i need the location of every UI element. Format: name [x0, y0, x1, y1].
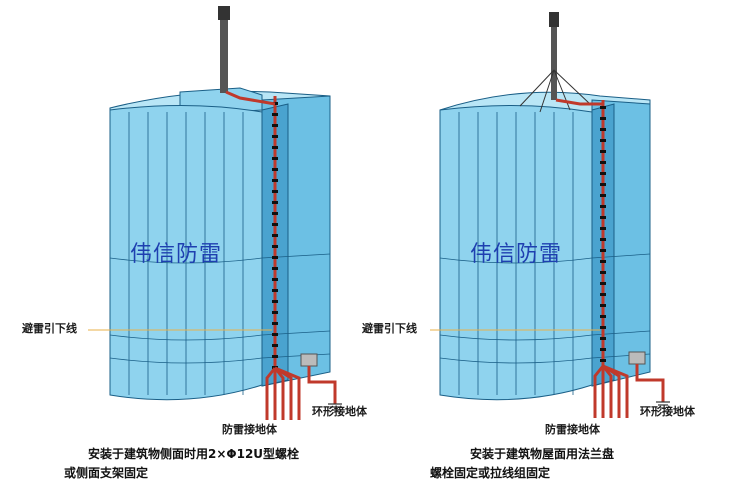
conductor-clamp	[272, 355, 278, 358]
conductor-clamp	[272, 322, 278, 325]
conductor-clamp	[272, 267, 278, 270]
right-guy-wires	[519, 69, 591, 113]
left-earth-body-label: 防雷接地体	[222, 423, 277, 436]
conductor-clamp	[272, 190, 278, 193]
conductor-clamp	[600, 271, 606, 274]
conductor-clamp	[600, 183, 606, 186]
right-earth-body-label: 防雷接地体	[545, 423, 600, 436]
left-ring-earth-label: 环形接地体	[312, 405, 367, 418]
right-down-conductor	[555, 98, 670, 418]
test-box	[628, 351, 646, 365]
left-downconductor-label: 避雷引下线	[22, 322, 77, 335]
conductor-clamp	[600, 249, 606, 252]
right-downconductor-label: 避雷引下线	[362, 322, 417, 335]
conductor-clamp	[600, 282, 606, 285]
conductor-clamp	[272, 179, 278, 182]
conductor-clamp	[600, 194, 606, 197]
conductor-clamp	[600, 238, 606, 241]
conductor-clamp	[272, 113, 278, 116]
test-box	[300, 353, 318, 367]
conductor-clamp	[272, 278, 278, 281]
earth-rod	[593, 365, 605, 418]
ring-earth-wire	[635, 364, 665, 402]
right-caption-line2: 螺栓固定或拉线组固定	[430, 466, 551, 480]
left-down-conductor	[225, 90, 342, 420]
ring-earth-wire	[307, 366, 337, 404]
facade-band-line	[439, 357, 593, 364]
left-mast	[220, 18, 228, 93]
right-watermark: 伟信防雷	[470, 242, 563, 267]
conductor-clamp	[600, 139, 606, 142]
conductor-clamp	[272, 300, 278, 303]
conductor-clamp	[272, 135, 278, 138]
conductor-clamp	[600, 337, 606, 340]
facade-band-line	[109, 357, 263, 364]
left-watermark: 伟信防雷	[130, 242, 223, 267]
conductor-clamp	[600, 326, 606, 329]
conductor-clamp	[600, 227, 606, 230]
facade-band-line	[109, 334, 263, 341]
left-caption-line1: 安装于建筑物侧面时用2×Φ12U型螺栓	[88, 447, 300, 461]
conductor-clamp	[272, 124, 278, 127]
conductor-clamp	[272, 289, 278, 292]
conductor-clamp	[600, 128, 606, 131]
conductor-clamp	[600, 161, 606, 164]
conductor-clamp	[272, 366, 278, 369]
conductor-clamp	[600, 216, 606, 219]
facade-band-line	[109, 257, 263, 264]
conductor-clamp	[600, 304, 606, 307]
conductor-clamp	[600, 359, 606, 362]
conductor-clamp	[272, 157, 278, 160]
facade-band-line	[439, 334, 593, 341]
conductor-clamp	[600, 348, 606, 351]
conductor-clamp	[272, 168, 278, 171]
conductor-clamp	[272, 146, 278, 149]
right-mast	[551, 25, 557, 100]
roof-conductor	[225, 90, 276, 106]
conductor-clamp	[600, 172, 606, 175]
conductor-clamp	[272, 245, 278, 248]
conductor-clamp	[272, 223, 278, 226]
facade-band-line	[439, 257, 593, 264]
roof-conductor	[555, 98, 603, 106]
right-ring-earth-label: 环形接地体	[640, 405, 695, 418]
conductor-clamp	[272, 333, 278, 336]
right-caption-line1: 安装于建筑物屋面用法兰盘	[470, 447, 615, 461]
conductor-clamp	[600, 315, 606, 318]
right-mast-tip	[549, 12, 559, 27]
conductor-clamp	[272, 344, 278, 347]
conductor-clamp	[272, 234, 278, 237]
conductor-clamp	[272, 256, 278, 259]
earth-rod	[274, 366, 301, 420]
conductor-clamp	[600, 260, 606, 263]
left-building	[109, 6, 342, 420]
conductor-clamp	[272, 311, 278, 314]
conductor-clamp	[600, 293, 606, 296]
right-building	[439, 12, 670, 418]
left-caption-line2: 或侧面支架固定	[64, 466, 149, 480]
conductor-clamp	[600, 117, 606, 120]
earth-rod	[265, 367, 277, 420]
earth-rod	[602, 364, 629, 418]
conductor-clamp	[272, 201, 278, 204]
conductor-clamp	[600, 205, 606, 208]
conductor-clamp	[600, 150, 606, 153]
left-mast-tip	[218, 6, 230, 20]
conductor-clamp	[272, 212, 278, 215]
conductor-clamp	[600, 106, 606, 109]
